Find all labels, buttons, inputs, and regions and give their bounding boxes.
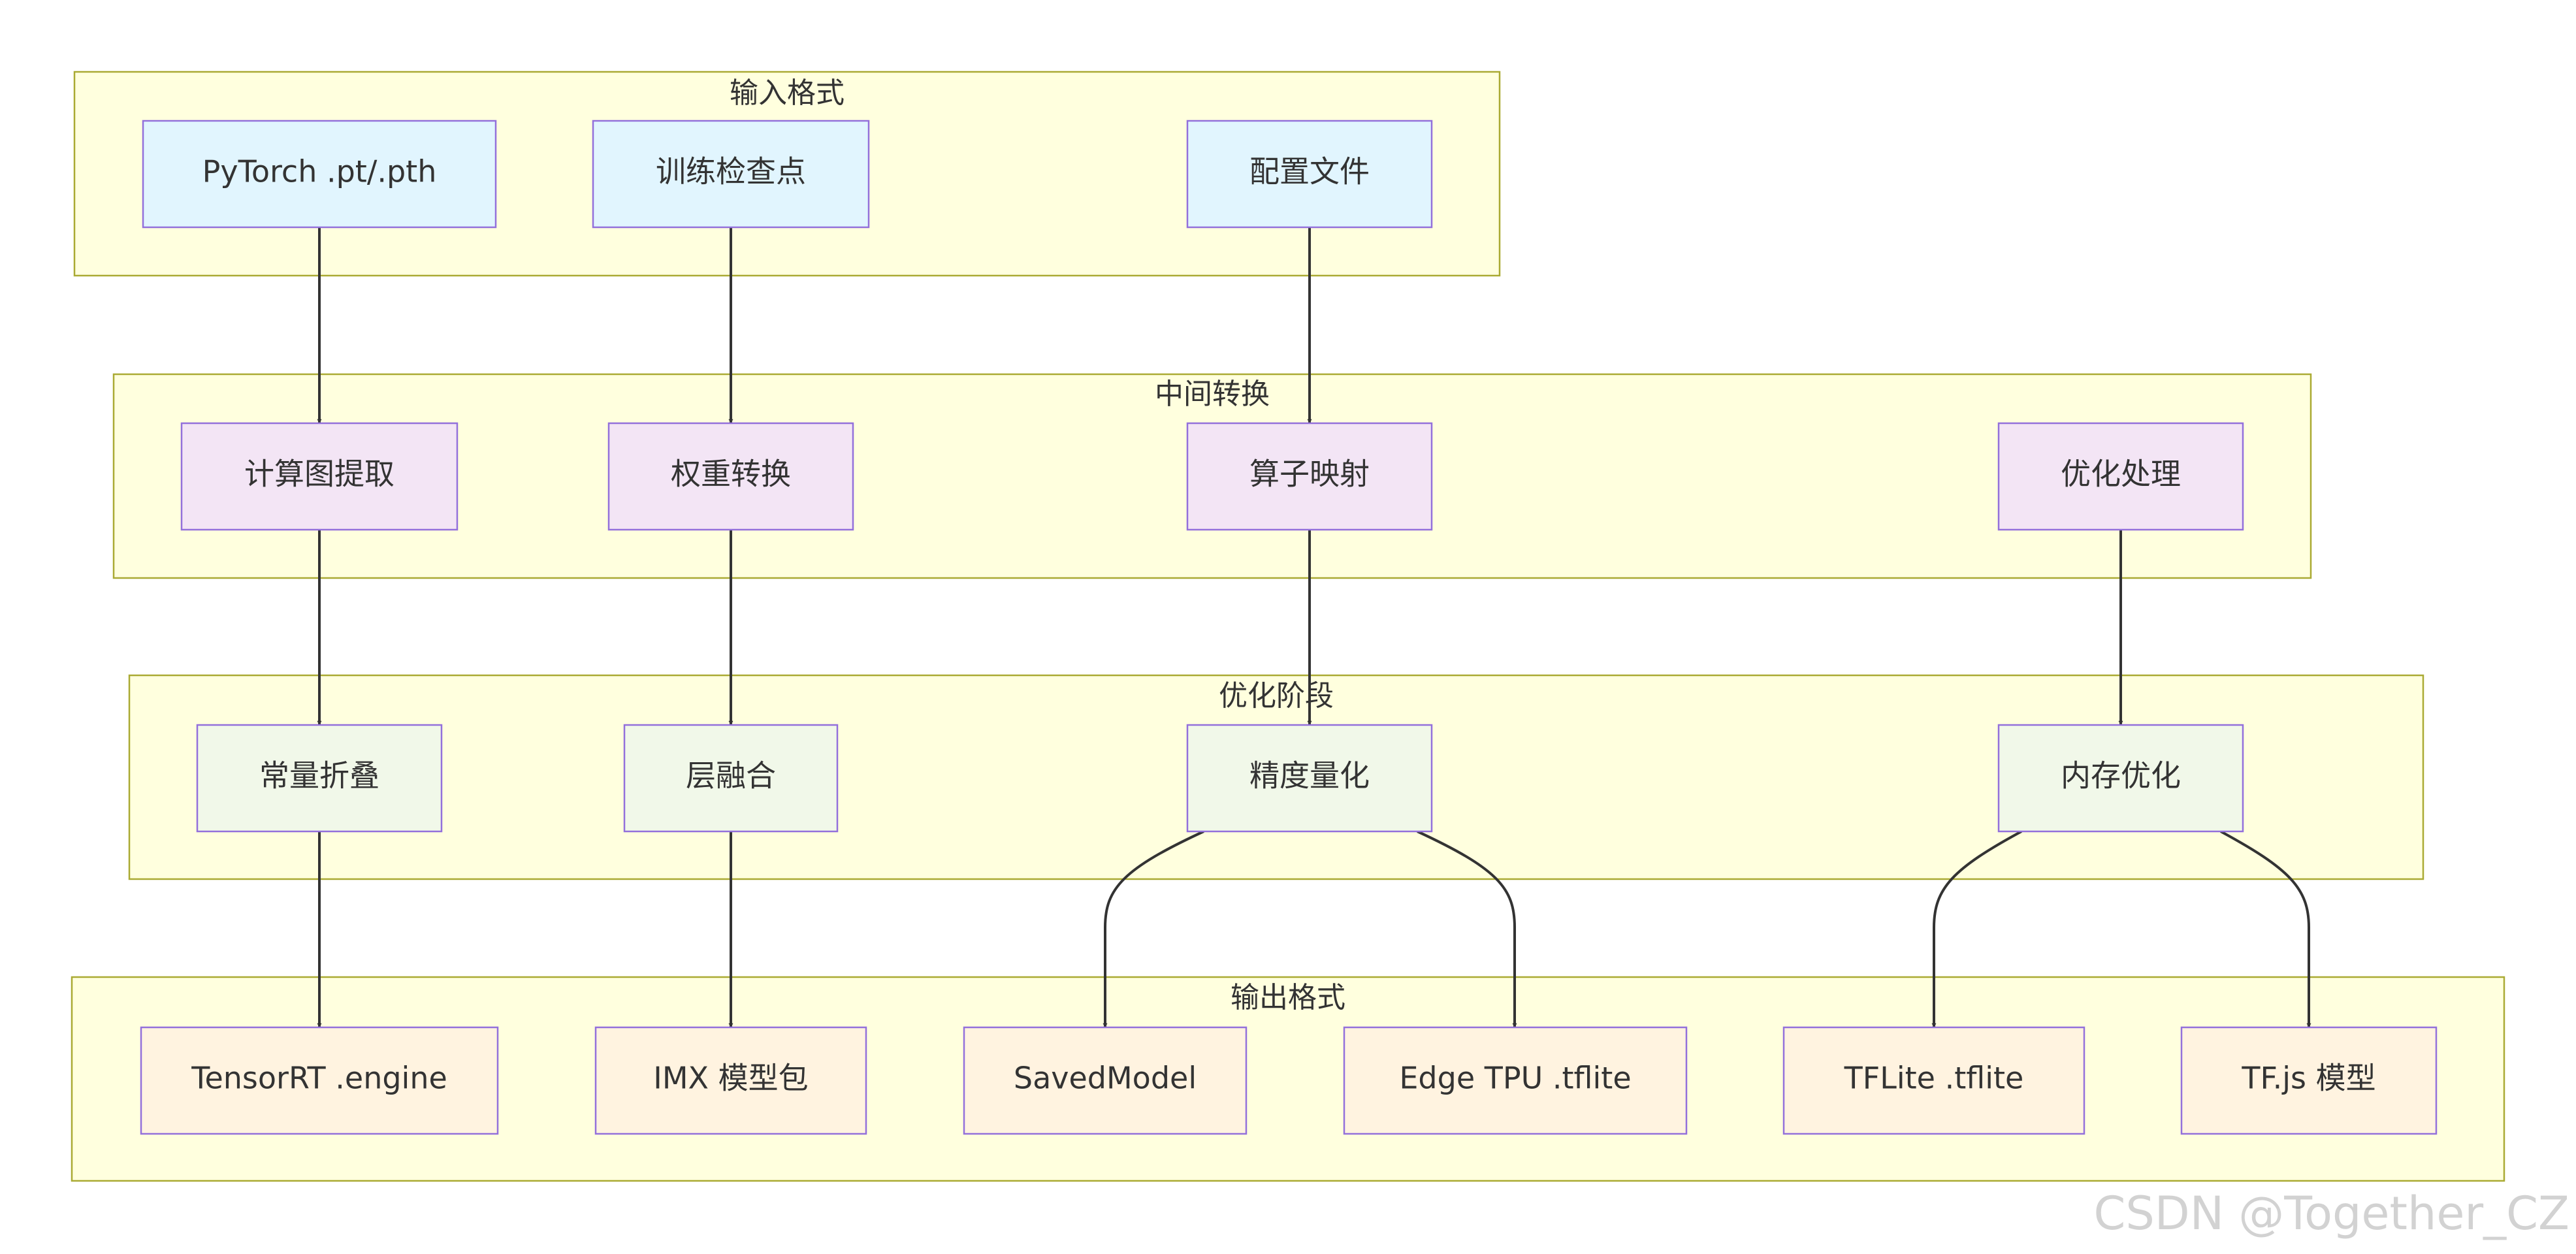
cluster-output-title: 输出格式 [1231, 981, 1345, 1014]
node-graph-extract: 计算图提取 [180, 422, 459, 531]
node-graph-extract-label: 计算图提取 [244, 457, 394, 492]
node-savedmodel: SavedModel [963, 1026, 1248, 1135]
cluster-input-title: 输入格式 [730, 76, 845, 110]
node-weight-convert: 权重转换 [607, 422, 854, 531]
cluster-optimize-title: 优化阶段 [1219, 679, 1334, 713]
node-tensorrt-label: TensorRT .engine [191, 1061, 447, 1096]
node-checkpoint: 训练检查点 [592, 120, 870, 229]
node-const-fold-label: 常量折叠 [259, 758, 379, 794]
node-layer-fusion: 层融合 [623, 724, 839, 833]
watermark-text: CSDN @Together_CZ [2093, 1187, 2569, 1240]
node-pytorch-label: PyTorch .pt/.pth [202, 154, 437, 189]
node-precision-quant: 精度量化 [1186, 724, 1433, 833]
node-tensorrt: TensorRT .engine [140, 1026, 499, 1135]
node-const-fold: 常量折叠 [196, 724, 443, 833]
node-op-mapping: 算子映射 [1186, 422, 1433, 531]
node-pytorch: PyTorch .pt/.pth [142, 120, 497, 229]
cluster-intermediate-title: 中间转换 [1155, 378, 1270, 411]
edge-mem-opt-tflite [1931, 830, 2022, 1028]
node-config-label: 配置文件 [1249, 154, 1370, 189]
node-config: 配置文件 [1186, 120, 1433, 229]
node-savedmodel-label: SavedModel [1014, 1061, 1197, 1096]
node-edgetpu: Edge TPU .tflite [1343, 1026, 1688, 1135]
node-imx: IMX 模型包 [594, 1026, 867, 1135]
node-op-mapping-label: 算子映射 [1249, 457, 1370, 492]
node-tflite-label: TFLite .tflite [1844, 1061, 2024, 1096]
node-tfjs-label: TF.js 模型 [2241, 1061, 2375, 1096]
node-edgetpu-label: Edge TPU .tflite [1399, 1061, 1631, 1096]
node-precision-quant-label: 精度量化 [1249, 758, 1370, 794]
node-opt-process-label: 优化处理 [2061, 457, 2181, 492]
node-mem-opt: 内存优化 [1997, 724, 2244, 833]
node-layer-fusion-label: 层融合 [686, 758, 776, 794]
node-checkpoint-label: 训练检查点 [656, 154, 806, 189]
edges [317, 227, 2311, 1028]
node-mem-opt-label: 内存优化 [2061, 758, 2181, 794]
node-opt-process: 优化处理 [1997, 422, 2244, 531]
edge-mem-opt-tfjs [2220, 830, 2311, 1028]
node-tflite: TFLite .tflite [1782, 1026, 2085, 1135]
node-imx-label: IMX 模型包 [653, 1061, 808, 1096]
edge-precision-quant-edgetpu [1417, 830, 1517, 1028]
edge-precision-quant-savedmodel [1103, 830, 1204, 1028]
node-weight-convert-label: 权重转换 [671, 457, 791, 492]
node-tfjs: TF.js 模型 [2180, 1026, 2438, 1135]
